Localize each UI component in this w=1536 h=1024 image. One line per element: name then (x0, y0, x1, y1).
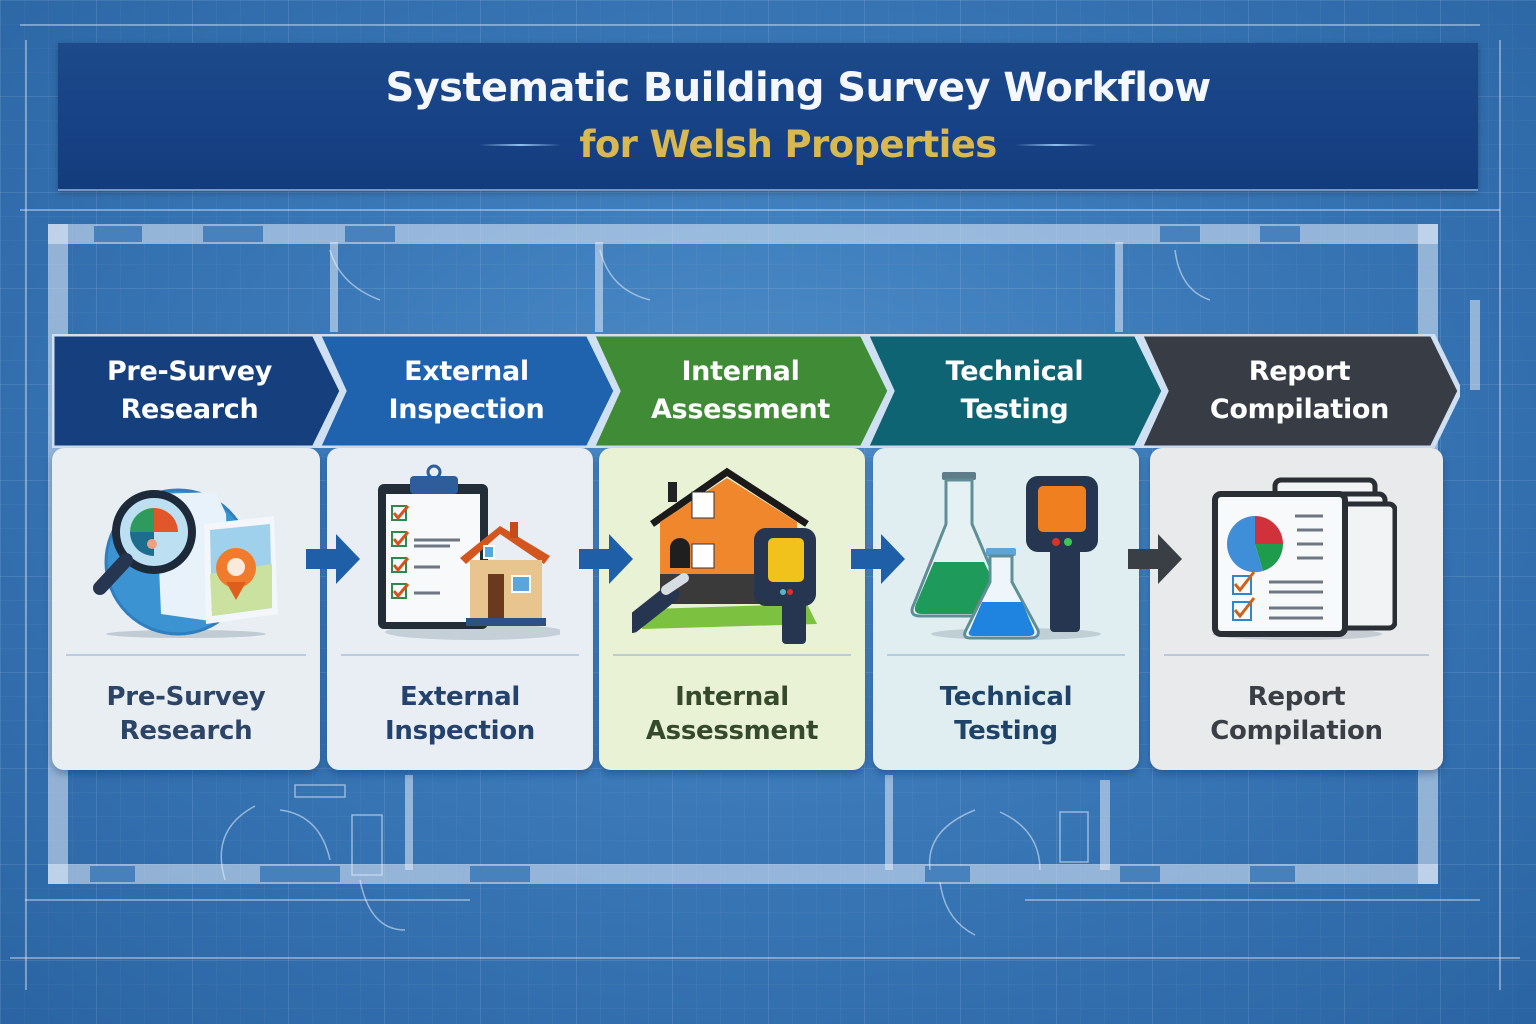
step-header-technical-testing: Technical Testing (878, 334, 1151, 448)
step-card-report-compilation: Report Compilation (1150, 448, 1443, 770)
flow-arrow-icon (1128, 534, 1182, 584)
step-label: Pre-Survey Research (106, 682, 266, 746)
step-header-external-inspection: External Inspection (330, 334, 603, 448)
title-banner: Systematic Building Survey Workflow for … (58, 43, 1478, 191)
card-divider (887, 654, 1125, 656)
step-card-pre-survey-research: Pre-Survey Research (52, 448, 320, 770)
step-header-label: Internal Assessment (650, 356, 831, 425)
chevron-shape-1 (52, 334, 345, 448)
report-documents-icon (1150, 464, 1443, 649)
step-label: Internal Assessment (645, 682, 819, 746)
step-header-internal-assessment: Internal Assessment (604, 334, 877, 448)
step-header-label: Technical Testing (945, 356, 1084, 425)
card-divider (1164, 654, 1429, 656)
step-label: External Inspection (384, 682, 536, 746)
step-card-external-inspection: External Inspection (327, 448, 593, 770)
card-divider (613, 654, 851, 656)
step-header-label: Report Compilation (1209, 356, 1390, 425)
subtitle-row: for Welsh Properties (58, 123, 1478, 166)
clipboard-house-icon (327, 464, 593, 649)
step-label: Report Compilation (1210, 682, 1383, 746)
chevron-shape-5 (1137, 334, 1460, 448)
card-divider (341, 654, 579, 656)
workflow-steps: Pre-Survey Research External Inspection … (52, 334, 1460, 774)
chevron-shape-2 (315, 334, 619, 448)
flasks-meter-icon (873, 464, 1139, 649)
chevron-shape-4 (863, 334, 1167, 448)
step-header-report-compilation: Report Compilation (1152, 334, 1447, 448)
magnifier-map-icon (52, 464, 320, 649)
step-header-label: Pre-Survey Research (106, 356, 273, 425)
page-title: Systematic Building Survey Workflow (385, 65, 1211, 111)
page-subtitle: for Welsh Properties (579, 123, 997, 166)
flow-arrow-icon (306, 534, 360, 584)
step-card-internal-assessment: Internal Assessment (599, 448, 865, 770)
step-label: Technical Testing (939, 682, 1073, 746)
step-header-label: External Inspection (388, 356, 545, 425)
subtitle-rule-left (479, 143, 562, 146)
step-card-technical-testing: Technical Testing (873, 448, 1139, 770)
chevron-shape-3 (589, 334, 893, 448)
flow-arrow-icon (851, 534, 905, 584)
card-divider (66, 654, 306, 656)
subtitle-rule-right (1014, 143, 1097, 146)
chevron-header-band (52, 334, 1460, 448)
step-header-pre-survey-research: Pre-Survey Research (52, 334, 327, 448)
house-thermal-camera-icon (599, 464, 865, 649)
flow-arrow-icon (579, 534, 633, 584)
